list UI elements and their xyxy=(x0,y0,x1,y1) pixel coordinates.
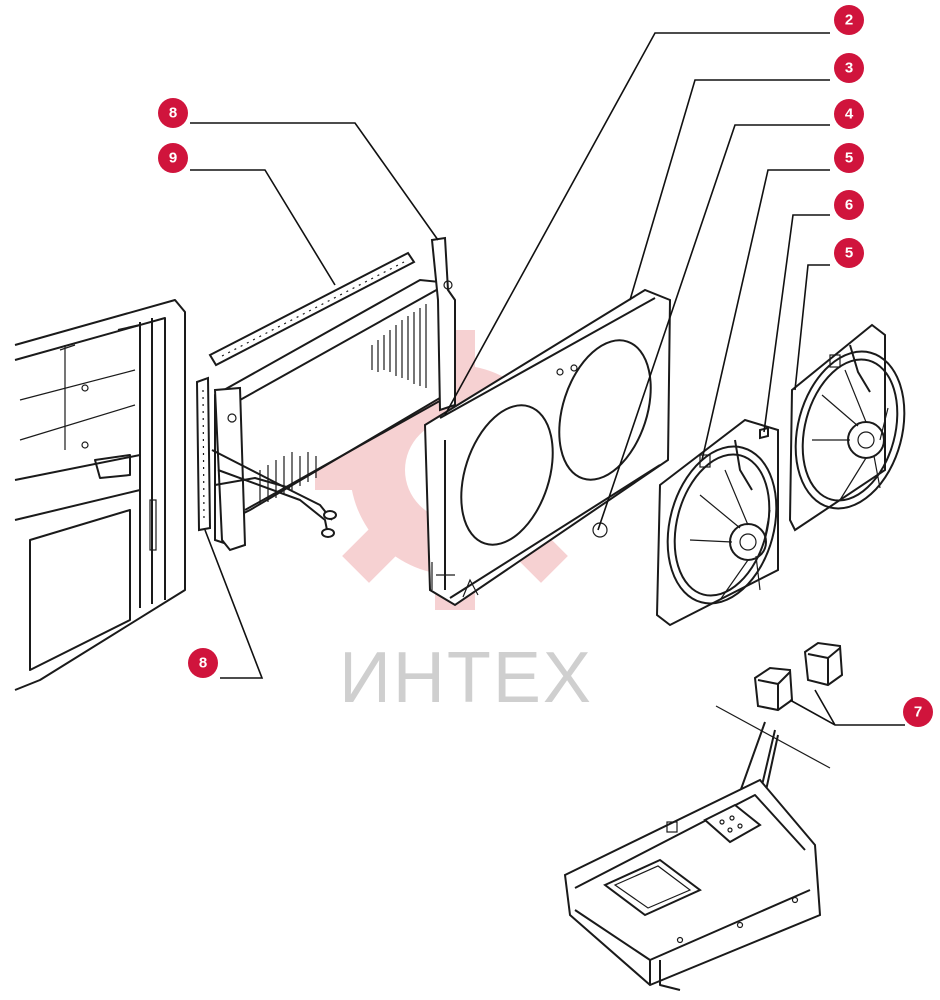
callout-label: 8 xyxy=(169,105,177,122)
callout-5-lower: 5 xyxy=(834,238,864,268)
relay-1 xyxy=(753,666,794,712)
leader-2 xyxy=(444,32,830,416)
leader-lines xyxy=(190,32,905,726)
leader-5b xyxy=(794,264,830,391)
callout-label: 3 xyxy=(845,60,853,77)
callout-label: 9 xyxy=(169,150,177,167)
leader-8b xyxy=(204,529,264,679)
callout-label: 8 xyxy=(199,655,207,672)
fan-assembly-front xyxy=(655,418,779,627)
leader-8a xyxy=(190,122,439,241)
callout-5-upper: 5 xyxy=(834,143,864,173)
fan-assembly-rear xyxy=(788,323,906,532)
callout-label: 6 xyxy=(845,197,853,214)
callout-4: 4 xyxy=(834,99,864,129)
callout-label: 5 xyxy=(845,150,853,167)
callout-7: 7 xyxy=(903,697,933,727)
callout-3: 3 xyxy=(834,53,864,83)
leader-3 xyxy=(629,79,830,301)
callout-9: 9 xyxy=(158,143,188,173)
seal-strip-side xyxy=(195,376,212,532)
callout-label: 2 xyxy=(845,12,853,29)
callout-8-upper: 8 xyxy=(158,98,188,128)
leader-7 xyxy=(789,689,905,726)
leader-9 xyxy=(190,169,336,286)
callout-label: 7 xyxy=(914,704,922,721)
leader-5a xyxy=(701,169,830,461)
relay-2 xyxy=(803,641,844,687)
radiator xyxy=(211,236,456,552)
seal-strip-top xyxy=(208,251,416,367)
callout-8-lower: 8 xyxy=(188,648,218,678)
leader-6 xyxy=(763,214,830,433)
watermark-text: ИНТЕХ xyxy=(339,638,593,718)
callout-label: 4 xyxy=(845,106,854,123)
fastener xyxy=(759,426,769,440)
callout-2: 2 xyxy=(834,5,864,35)
relay-box xyxy=(563,705,831,991)
leader-4 xyxy=(597,124,830,531)
callout-6: 6 xyxy=(834,190,864,220)
fan-shroud xyxy=(423,288,672,607)
callout-label: 5 xyxy=(845,245,853,262)
body-frame xyxy=(14,299,186,691)
